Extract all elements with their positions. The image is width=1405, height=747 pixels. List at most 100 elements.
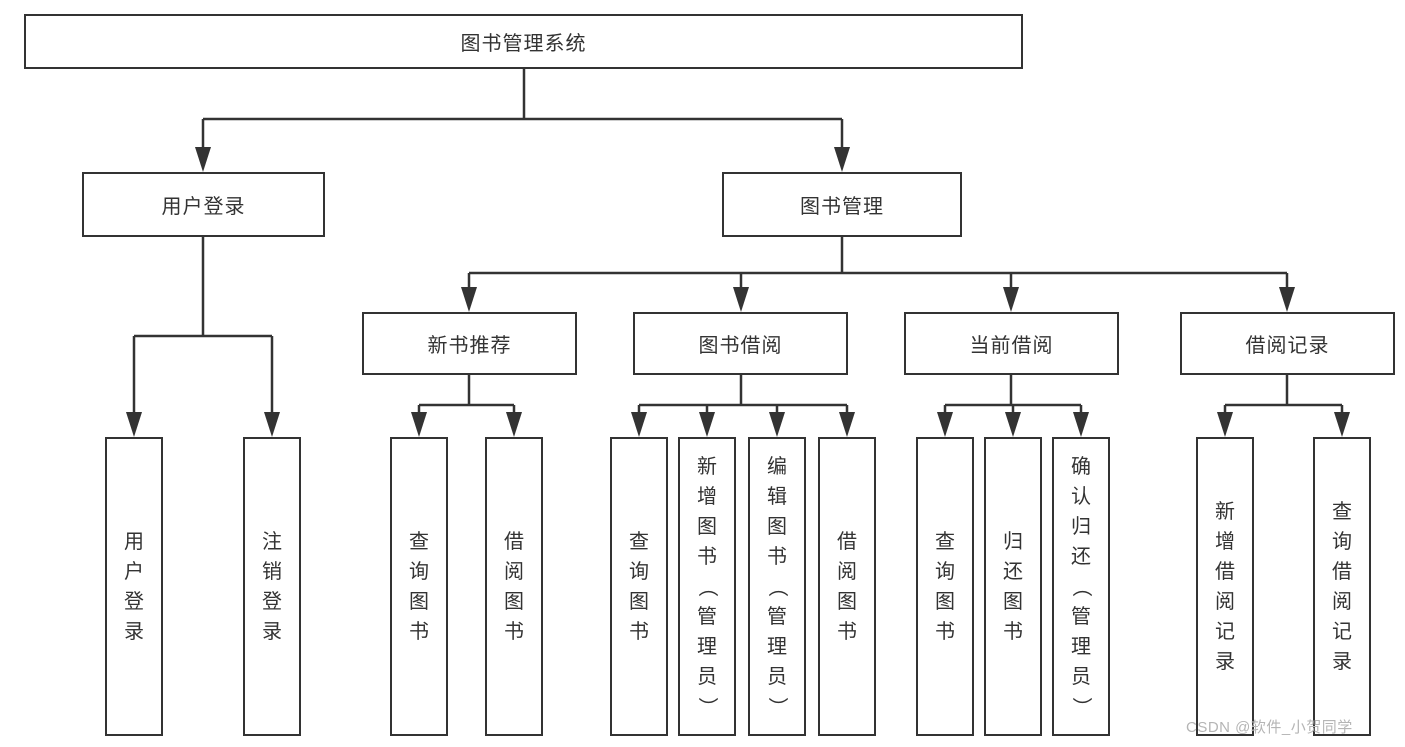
vertical-char: 借 bbox=[1332, 560, 1352, 583]
vertical-char: 登 bbox=[124, 590, 144, 613]
vertical-char: 查 bbox=[1332, 500, 1352, 523]
csdn-watermark: CSDN @软件_小贺同学 bbox=[1186, 719, 1353, 736]
node-label: 图书借阅 bbox=[698, 335, 783, 357]
vertical-char: 理 bbox=[697, 635, 717, 658]
branch-book-management: 图书管理 bbox=[722, 172, 962, 237]
vertical-char: 编 bbox=[767, 455, 787, 478]
node-root-library-management-system: 图书管理系统 bbox=[24, 14, 1023, 69]
vertical-char: 书 bbox=[409, 620, 429, 643]
vertical-char: 借 bbox=[1215, 560, 1235, 583]
vertical-char: 员 bbox=[767, 665, 787, 688]
vertical-char: 新 bbox=[1215, 500, 1235, 523]
vertical-char: 新 bbox=[697, 455, 717, 478]
vertical-char: 书 bbox=[837, 620, 857, 643]
vertical-char: 查 bbox=[629, 530, 649, 553]
vertical-char: 图 bbox=[767, 515, 787, 538]
vertical-char: 图 bbox=[837, 590, 857, 613]
vertical-char: 记 bbox=[1332, 620, 1352, 643]
node-label: 编辑图书（管理员） bbox=[766, 452, 788, 722]
vertical-char: 阅 bbox=[504, 560, 524, 583]
leaf-borrow-books-borrowing: 借阅图书 bbox=[818, 437, 876, 736]
leaf-add-books-admin: 新增图书（管理员） bbox=[678, 437, 736, 736]
node-label: 图书管理系统 bbox=[460, 33, 587, 55]
group-current-borrowing: 当前借阅 bbox=[904, 312, 1119, 375]
vertical-char: 图 bbox=[1003, 590, 1023, 613]
node-label: 新书推荐 bbox=[427, 335, 512, 357]
node-label: 查询借阅记录 bbox=[1331, 497, 1353, 677]
node-label: 借阅记录 bbox=[1245, 335, 1330, 357]
node-label: 图书管理 bbox=[800, 196, 884, 218]
node-label: 借阅图书 bbox=[503, 527, 525, 647]
vertical-char: 管 bbox=[767, 605, 787, 628]
node-label: 查询图书 bbox=[408, 527, 430, 647]
vertical-char: 还 bbox=[1071, 545, 1091, 568]
node-label: 查询图书 bbox=[628, 527, 650, 647]
leaf-query-books-recommend: 查询图书 bbox=[390, 437, 448, 736]
node-label: 用户登录 bbox=[161, 196, 246, 218]
vertical-char: （ bbox=[766, 576, 788, 597]
vertical-char: 户 bbox=[124, 560, 144, 583]
vertical-char: 增 bbox=[697, 485, 717, 508]
node-label: 新增图书（管理员） bbox=[696, 452, 718, 722]
group-new-book-recommendation: 新书推荐 bbox=[362, 312, 577, 375]
leaf-logout-login: 注销登录 bbox=[243, 437, 301, 736]
leaf-add-borrow-record: 新增借阅记录 bbox=[1196, 437, 1254, 736]
leaf-return-books: 归还图书 bbox=[984, 437, 1042, 736]
vertical-char: 归 bbox=[1071, 515, 1091, 538]
vertical-char: 销 bbox=[262, 560, 282, 583]
vertical-char: （ bbox=[1070, 576, 1092, 597]
group-borrowing-records: 借阅记录 bbox=[1180, 312, 1395, 375]
leaf-user-login: 用户登录 bbox=[105, 437, 163, 736]
node-label: 新增借阅记录 bbox=[1214, 497, 1236, 677]
vertical-char: 记 bbox=[1215, 620, 1235, 643]
vertical-char: 图 bbox=[697, 515, 717, 538]
vertical-char: 录 bbox=[1215, 650, 1235, 673]
node-label: 查询图书 bbox=[934, 527, 956, 647]
vertical-char: 图 bbox=[935, 590, 955, 613]
vertical-char: 图 bbox=[504, 590, 524, 613]
vertical-char: 书 bbox=[697, 545, 717, 568]
vertical-char: 理 bbox=[1071, 635, 1091, 658]
vertical-char: 注 bbox=[262, 530, 282, 553]
vertical-char: 归 bbox=[1003, 530, 1023, 553]
leaf-query-books-current: 查询图书 bbox=[916, 437, 974, 736]
node-label: 借阅图书 bbox=[836, 527, 858, 647]
node-label: 注销登录 bbox=[261, 527, 283, 647]
vertical-char: 借 bbox=[504, 530, 524, 553]
vertical-char: 认 bbox=[1071, 485, 1091, 508]
vertical-char: 管 bbox=[697, 605, 717, 628]
vertical-char: 用 bbox=[124, 530, 144, 553]
leaf-query-books-borrowing: 查询图书 bbox=[610, 437, 668, 736]
vertical-char: 还 bbox=[1003, 560, 1023, 583]
vertical-char: 询 bbox=[935, 560, 955, 583]
vertical-char: 管 bbox=[1071, 605, 1091, 628]
vertical-char: 阅 bbox=[1332, 590, 1352, 613]
vertical-char: 登 bbox=[262, 590, 282, 613]
vertical-char: 图 bbox=[629, 590, 649, 613]
vertical-char: ） bbox=[696, 696, 718, 717]
leaf-edit-books-admin: 编辑图书（管理员） bbox=[748, 437, 806, 736]
vertical-char: 图 bbox=[409, 590, 429, 613]
vertical-char: 询 bbox=[409, 560, 429, 583]
vertical-char: 确 bbox=[1071, 455, 1091, 478]
vertical-char: 辑 bbox=[767, 485, 787, 508]
vertical-char: ） bbox=[766, 696, 788, 717]
vertical-char: （ bbox=[696, 576, 718, 597]
vertical-char: 书 bbox=[629, 620, 649, 643]
vertical-char: 增 bbox=[1215, 530, 1235, 553]
vertical-char: 录 bbox=[124, 620, 144, 643]
vertical-char: ） bbox=[1070, 696, 1092, 717]
vertical-char: 录 bbox=[1332, 650, 1352, 673]
leaf-confirm-return-admin: 确认归还（管理员） bbox=[1052, 437, 1110, 736]
vertical-char: 书 bbox=[1003, 620, 1023, 643]
vertical-char: 查 bbox=[409, 530, 429, 553]
node-label: 用户登录 bbox=[123, 527, 145, 647]
node-label: 确认归还（管理员） bbox=[1070, 452, 1092, 722]
leaf-query-borrow-record: 查询借阅记录 bbox=[1313, 437, 1371, 736]
vertical-char: 阅 bbox=[837, 560, 857, 583]
node-label: 当前借阅 bbox=[969, 335, 1054, 357]
vertical-char: 录 bbox=[262, 620, 282, 643]
vertical-char: 书 bbox=[504, 620, 524, 643]
vertical-char: 理 bbox=[767, 635, 787, 658]
